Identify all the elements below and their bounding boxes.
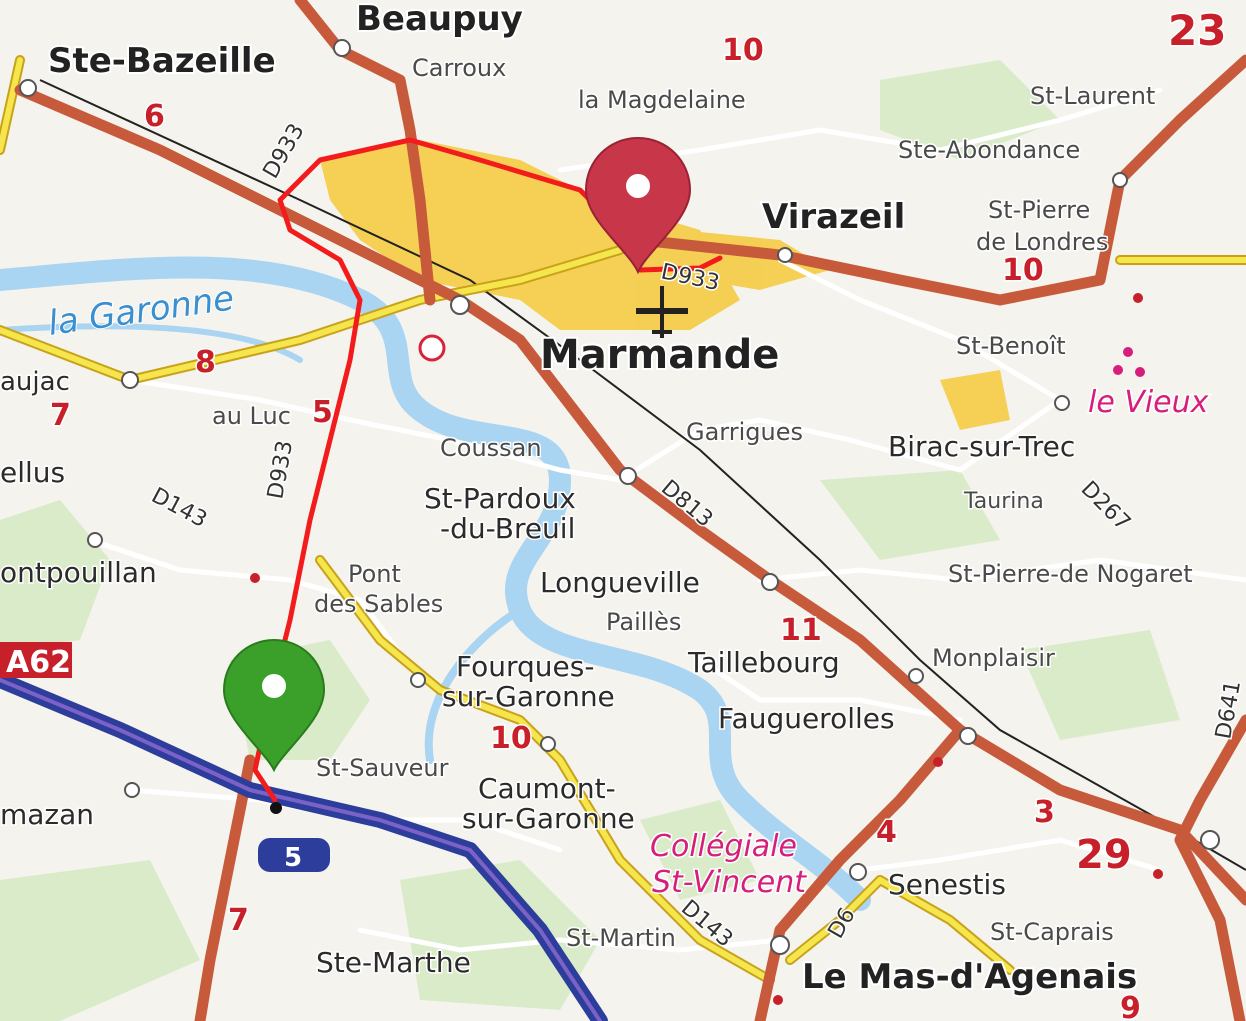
poi-le-vieux: le Vieux [1088,385,1209,420]
a62-shield: A62 [0,642,72,680]
place-st-pierre-de-londres-1: St-Pierre [988,196,1090,224]
place-pont-des-sables-1: Pont [348,560,401,588]
place-marmande: Marmande [540,332,779,378]
place-ellus: ellus [0,456,65,489]
place-ste-marthe: Ste-Marthe [316,946,471,979]
map-pin-icon [584,136,692,275]
a62-label: A62 [6,645,71,680]
distance-label: 9 [1120,991,1141,1021]
place-taillebourg: Taillebourg [687,646,840,679]
origin-marker[interactable] [222,638,326,773]
place-le-mas-d-agenais: Le Mas-d'Agenais [802,957,1137,997]
place-ste-bazeille: Ste-Bazeille [48,41,276,81]
exit-5-shield: 5 [258,838,330,873]
place-st-pierre-de-nogaret: St-Pierre-de Nogaret [948,560,1193,588]
town-dots [19,39,1220,955]
place-st-pardoux-2: -du-Breuil [440,512,575,545]
distance-label: 8 [195,345,216,380]
place-la-magdelaine: la Magdelaine [578,86,746,114]
place-fauguerolles: Fauguerolles [718,702,895,735]
place-mazan: mazan [0,798,94,831]
place-aujac: aujac [0,367,70,397]
place-st-pierre-de-londres-2: de Londres [976,228,1108,256]
place-ste-abondance: Ste-Abondance [898,136,1080,164]
place-st-laurent: St-Laurent [1030,82,1155,110]
motorway-a62 [0,672,608,1021]
distance-label: 3 [1034,795,1055,830]
place-beaupuy: Beaupuy [356,0,523,39]
place-caumont-2: sur-Garonne [462,802,635,835]
airplane-icon [636,286,688,338]
place-caumont-1: Caumont- [478,772,616,805]
origin-point [270,802,282,814]
poi-collegiale-2: St-Vincent [652,865,807,900]
place-fourques-2: sur-Garonne [442,680,615,713]
distance-label: 4 [876,815,897,850]
exit-label-23: 23 [1168,6,1226,55]
origin-marker-dot [262,674,286,698]
distance-label: 7 [228,903,249,938]
exit-label-29: 29 [1076,832,1132,878]
place-st-martin: St-Martin [566,924,676,952]
place-senestis: Senestis [888,868,1006,901]
destination-marker-dot [626,174,650,198]
exit-5-label: 5 [284,843,302,873]
railway-line [39,79,1246,871]
distance-label: 5 [312,395,333,430]
map-pin-icon [222,638,326,773]
place-coussan: Coussan [440,434,542,462]
town-circle-red [418,334,446,362]
poi-dots-pink [1113,347,1145,377]
place-garrigues: Garrigues [686,418,803,446]
regional-roads-yellow-fill [0,57,1246,983]
distance-label: 10 [490,721,532,756]
poi-dots [250,293,1163,1005]
place-longueville: Longueville [540,566,700,599]
distance-label: 6 [144,99,165,134]
place-au-luc: au Luc [212,402,291,430]
place-pailles: Paillès [606,608,681,636]
minor-roads [87,87,1246,953]
place-labels: Beaupuy Ste-Bazeille Carroux la Magdelai… [0,0,1194,999]
place-st-benoit: St-Benoît [956,332,1066,360]
national-roads [14,0,1246,1021]
place-st-sauveur: St-Sauveur [316,754,449,782]
place-taurina: Taurina [963,489,1044,514]
distance-label: 10 [722,33,764,68]
place-st-caprais: St-Caprais [990,918,1114,946]
place-virazeil: Virazeil [762,197,905,237]
poi-collegiale-1: Collégiale [650,829,797,864]
place-st-pardoux-1: St-Pardoux [424,482,576,515]
place-monplaisir: Monplaisir [932,644,1055,672]
distance-labels: 10 6 10 8 7 5 11 10 4 3 7 9 [49,32,1143,1021]
distance-label: 10 [1002,253,1044,288]
place-birac: Birac-sur-Trec [888,430,1075,463]
place-carroux: Carroux [412,54,506,82]
place-ontpouillan: ontpouillan [0,556,157,589]
place-fourques-1: Fourques- [456,650,594,683]
place-pont-des-sables-2: des Sables [314,590,443,618]
distance-label: 11 [780,613,822,648]
destination-marker[interactable] [584,136,692,275]
distance-label: 7 [50,398,71,433]
